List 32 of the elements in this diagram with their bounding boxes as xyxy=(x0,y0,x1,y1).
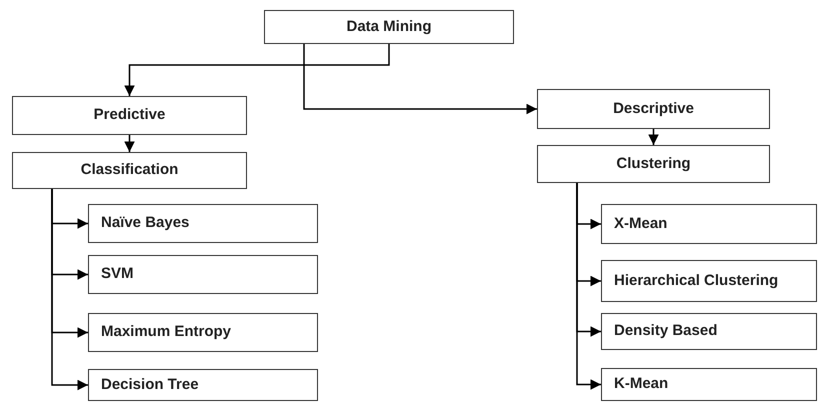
box-label: Data Mining xyxy=(346,16,432,37)
process-box xyxy=(264,10,514,44)
box-label: Hierarchical Clustering xyxy=(614,270,778,291)
arrow xyxy=(124,135,135,152)
process-box xyxy=(601,204,817,244)
box-label: Predictive xyxy=(94,105,166,126)
box-label: SVM xyxy=(101,264,134,284)
process-box xyxy=(601,368,817,401)
box-label: K-Mean xyxy=(614,374,668,394)
box-label: X-Mean xyxy=(614,214,668,234)
arrow xyxy=(51,189,88,390)
process-box xyxy=(88,369,318,401)
arrow xyxy=(124,44,390,96)
box-label: Clustering xyxy=(616,154,691,174)
box-label: Density Based xyxy=(614,321,718,342)
box-label: Classification xyxy=(80,160,178,180)
arrow xyxy=(303,44,537,114)
process-box xyxy=(537,89,770,129)
box-label: Naïve Bayes xyxy=(101,213,190,234)
process-box xyxy=(601,260,817,302)
process-box xyxy=(537,145,770,183)
process-box xyxy=(88,255,318,294)
box-label: Decision Tree xyxy=(101,374,199,395)
process-box xyxy=(88,313,318,352)
process-box xyxy=(88,204,318,243)
process-box xyxy=(12,152,247,189)
box-label: Maximum Entropy xyxy=(101,322,232,342)
box-label: Descriptive xyxy=(613,98,694,119)
arrow xyxy=(576,183,601,390)
process-box xyxy=(601,313,817,350)
arrow xyxy=(648,129,659,145)
process-box xyxy=(12,96,247,135)
